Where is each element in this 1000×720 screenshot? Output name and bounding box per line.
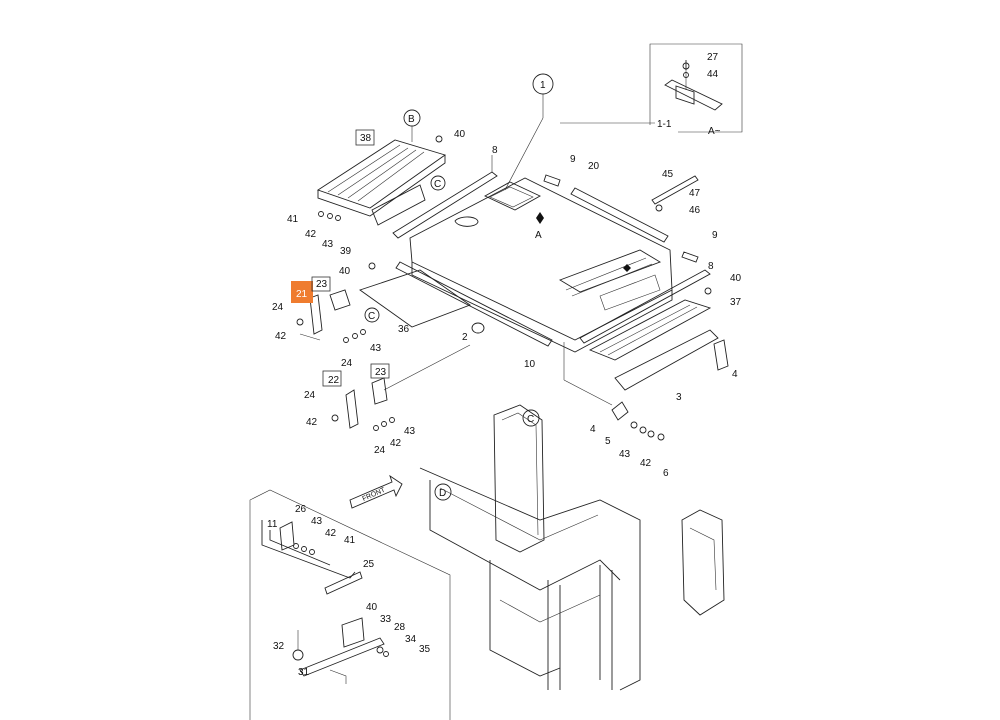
label-43c: 43 — [404, 426, 416, 437]
label-23: 23 — [316, 279, 328, 290]
svg-text:C: C — [368, 311, 375, 322]
label-2: 2 — [462, 332, 468, 343]
label-4: 4 — [732, 369, 738, 380]
svg-text:21: 21 — [296, 289, 308, 300]
plate-36 — [359, 269, 471, 328]
label-4b: 4 — [590, 424, 596, 435]
callout-c-mid: C — [364, 307, 380, 323]
label-8b: 8 — [708, 261, 714, 272]
label-9: 9 — [570, 154, 576, 165]
label-36: 36 — [398, 324, 410, 335]
washer-46-47 — [655, 204, 663, 212]
label-22: 22 — [328, 375, 340, 386]
label-9b: 9 — [712, 230, 718, 241]
frame-assembly — [419, 404, 725, 691]
label-43e: 43 — [311, 516, 323, 527]
label-41b: 41 — [344, 535, 356, 546]
front-arrow: FRONT — [349, 474, 403, 509]
label-31: 31 — [298, 667, 310, 678]
callout-b: B — [403, 109, 421, 142]
label-42c: 42 — [306, 417, 318, 428]
part-labels: 38 40 8 9 20 45 47 46 9 41 42 43 39 8 40… — [267, 129, 742, 678]
label-40b: 40 — [339, 266, 351, 277]
label-46: 46 — [689, 205, 701, 216]
fasteners-mid — [318, 135, 712, 431]
label-39: 39 — [340, 246, 352, 257]
label-24c: 24 — [304, 390, 316, 401]
label-42: 42 — [305, 229, 317, 240]
label-33: 33 — [380, 614, 392, 625]
label-40c: 40 — [730, 273, 742, 284]
label-boxes — [311, 129, 390, 387]
label-20: 20 — [588, 161, 600, 172]
latch-22 — [331, 389, 359, 429]
inset-lever-detail — [249, 489, 451, 720]
label-24: 24 — [272, 302, 284, 313]
inset-a-detail: 27 44 1-1 A~ — [560, 43, 743, 137]
strip-3 — [614, 329, 719, 391]
view-a-label: A~ — [708, 126, 721, 137]
label-40: 40 — [454, 129, 466, 140]
label-43: 43 — [322, 239, 334, 250]
label-42f: 42 — [325, 528, 337, 539]
label-41: 41 — [287, 214, 299, 225]
label-24b: 24 — [341, 358, 353, 369]
rod-45 — [651, 175, 699, 205]
callout-1: 1 — [504, 73, 554, 191]
label-25: 25 — [363, 559, 375, 570]
label-43b: 43 — [370, 343, 382, 354]
spacer-9-lower — [681, 251, 699, 263]
label-24d: 24 — [374, 445, 386, 456]
cover-marker-a: A — [535, 230, 542, 241]
strip-20 — [570, 187, 669, 243]
grille-37 — [588, 299, 712, 361]
bracket-4-lower — [563, 342, 665, 441]
label-44: 44 — [707, 69, 719, 80]
label-32: 32 — [273, 641, 285, 652]
label-37: 37 — [730, 297, 742, 308]
label-5: 5 — [605, 436, 611, 447]
label-42b: 42 — [275, 331, 287, 342]
hinge-23-upper — [329, 289, 351, 311]
svg-text:C: C — [434, 179, 441, 190]
strip-8-upper — [392, 155, 498, 239]
label-45: 45 — [662, 169, 674, 180]
label-42d: 42 — [390, 438, 402, 449]
hinge-23-lower — [371, 344, 471, 405]
label-3: 3 — [676, 392, 682, 403]
label-23b: 23 — [375, 367, 387, 378]
bracket-4-right — [713, 339, 729, 371]
svg-text:1: 1 — [540, 80, 546, 91]
label-42e: 42 — [640, 458, 652, 469]
label-26: 26 — [295, 504, 307, 515]
label-35: 35 — [419, 644, 431, 655]
label-27: 27 — [707, 52, 719, 63]
label-43d: 43 — [619, 449, 631, 460]
strip-10 — [395, 261, 553, 347]
main-cover-panel: A — [409, 177, 673, 353]
label-28: 28 — [394, 622, 406, 633]
svg-text:D: D — [439, 488, 446, 499]
label-21-highlighted: 21 — [291, 281, 313, 303]
label-34: 34 — [405, 634, 417, 645]
callout-d: D — [434, 483, 452, 501]
label-6: 6 — [663, 468, 669, 479]
latch-21 — [296, 294, 323, 341]
label-10: 10 — [524, 359, 536, 370]
label-40d: 40 — [366, 602, 378, 613]
callout-c-upper: C — [430, 175, 446, 191]
label-1-1: 1-1 — [657, 119, 672, 130]
label-47: 47 — [689, 188, 701, 199]
label-8: 8 — [492, 145, 498, 156]
label-38: 38 — [360, 133, 372, 144]
grommet-2 — [471, 322, 485, 334]
label-11: 11 — [267, 519, 278, 530]
svg-text:B: B — [408, 114, 415, 125]
strip-8-lower — [579, 269, 711, 344]
grille-38 — [316, 139, 447, 226]
spacer-9-upper — [543, 174, 561, 187]
svg-text:C: C — [527, 414, 534, 425]
